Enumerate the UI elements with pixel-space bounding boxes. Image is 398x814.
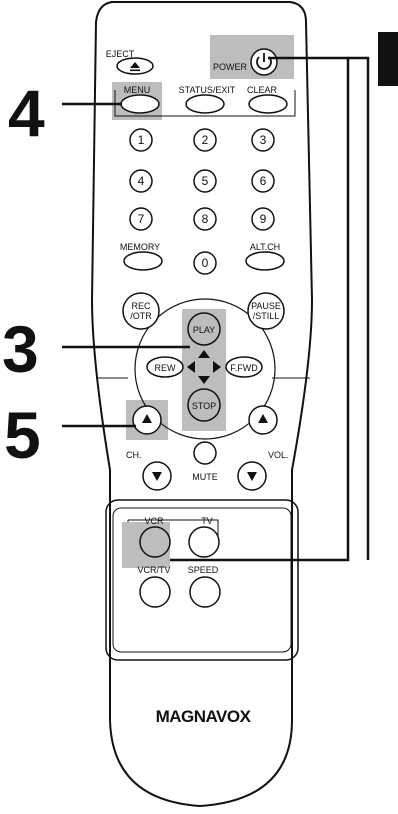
pause-label: PAUSE (251, 301, 281, 311)
digit-button-7[interactable]: 7 (129, 207, 153, 231)
clear-label: CLEAR (247, 85, 278, 95)
rew-button[interactable]: REW (146, 356, 184, 378)
digit-button-1[interactable]: 1 (129, 128, 153, 152)
callout-step-3: 3 (2, 312, 39, 386)
callout-step-4: 4 (8, 76, 45, 150)
digit-label: 2 (202, 133, 209, 147)
digit-button-2[interactable]: 2 (193, 128, 217, 152)
tv-button[interactable] (188, 526, 220, 558)
digit-label: 1 (138, 133, 145, 147)
power-icon (256, 53, 272, 70)
memory-button[interactable] (123, 251, 163, 271)
menu-button[interactable] (120, 94, 160, 114)
volume-down-button[interactable] (237, 461, 267, 491)
brand-logo: MAGNAVOX (156, 707, 252, 726)
channel-label: CH. (126, 450, 142, 460)
status-exit-button[interactable] (185, 94, 225, 114)
digit-label: 4 (138, 174, 145, 188)
eject-icon (130, 62, 140, 68)
mute-button[interactable] (193, 441, 217, 465)
digit-label: 9 (260, 212, 267, 226)
clear-button[interactable] (248, 94, 288, 114)
stop-label: STOP (192, 401, 216, 411)
channel-up-button[interactable] (132, 405, 162, 435)
status-exit-label: STATUS/EXIT (179, 85, 236, 95)
digit-button-8[interactable]: 8 (193, 207, 217, 231)
volume-label: VOL. (268, 450, 289, 460)
digit-label: 7 (138, 212, 145, 226)
lower-panel-inner (112, 507, 292, 653)
digit-button-4[interactable]: 4 (129, 169, 153, 193)
speed-button[interactable] (189, 576, 221, 608)
power-button[interactable] (250, 48, 278, 76)
speed-label: SPEED (188, 565, 219, 575)
digit-label: 0 (202, 256, 209, 270)
play-button[interactable]: PLAY (187, 312, 221, 346)
digit-button-3[interactable]: 3 (251, 128, 275, 152)
power-label: POWER (213, 62, 248, 72)
volume-up-button[interactable] (248, 405, 278, 435)
down-arrow-icon (152, 472, 162, 481)
up-arrow-icon (258, 414, 268, 423)
digit-button-0[interactable]: 0 (193, 251, 217, 275)
vcr-button[interactable] (139, 526, 171, 558)
digit-label: 6 (260, 174, 267, 188)
digit-button-9[interactable]: 9 (251, 207, 275, 231)
digit-button-5[interactable]: 5 (193, 169, 217, 193)
still-label: /STILL (253, 311, 280, 321)
digit-label: 5 (202, 174, 209, 188)
play-label: PLAY (193, 325, 215, 335)
alt-ch-button[interactable] (245, 251, 285, 271)
rew-label: REW (155, 363, 177, 373)
mute-label: MUTE (192, 472, 218, 482)
vcr-tv-label: VCR/TV (137, 565, 170, 575)
callout-step-5: 5 (4, 398, 41, 472)
eject-label: EJECT (106, 49, 135, 59)
alt-ch-label: ALT.CH (250, 242, 280, 252)
callout-lines (62, 56, 370, 562)
up-arrow-icon (142, 414, 152, 423)
transport-ring (134, 298, 276, 440)
digit-label: 3 (260, 133, 267, 147)
callout-step-1-bar (378, 32, 398, 86)
vcr-tv-button[interactable] (139, 576, 171, 608)
rec-otr-button[interactable]: REC /OTR (122, 292, 160, 330)
memory-label: MEMORY (120, 242, 160, 252)
otr-label: /OTR (130, 311, 152, 321)
lower-panel-outer (105, 499, 299, 661)
eject-button[interactable] (116, 57, 154, 75)
channel-down-button[interactable] (142, 461, 172, 491)
vcr-label: VCR (144, 516, 164, 526)
direction-arrows-icon (187, 350, 221, 384)
down-arrow-icon (247, 472, 257, 481)
tv-label: TV (201, 516, 213, 526)
pause-still-button[interactable]: PAUSE /STILL (247, 292, 285, 330)
digit-button-6[interactable]: 6 (251, 169, 275, 193)
menu-label: MENU (124, 85, 151, 95)
digit-label: 8 (202, 212, 209, 226)
ffwd-label: F.FWD (230, 363, 258, 373)
rec-label: REC (131, 301, 151, 311)
stop-button[interactable]: STOP (187, 388, 221, 422)
ffwd-button[interactable]: F.FWD (225, 356, 263, 378)
